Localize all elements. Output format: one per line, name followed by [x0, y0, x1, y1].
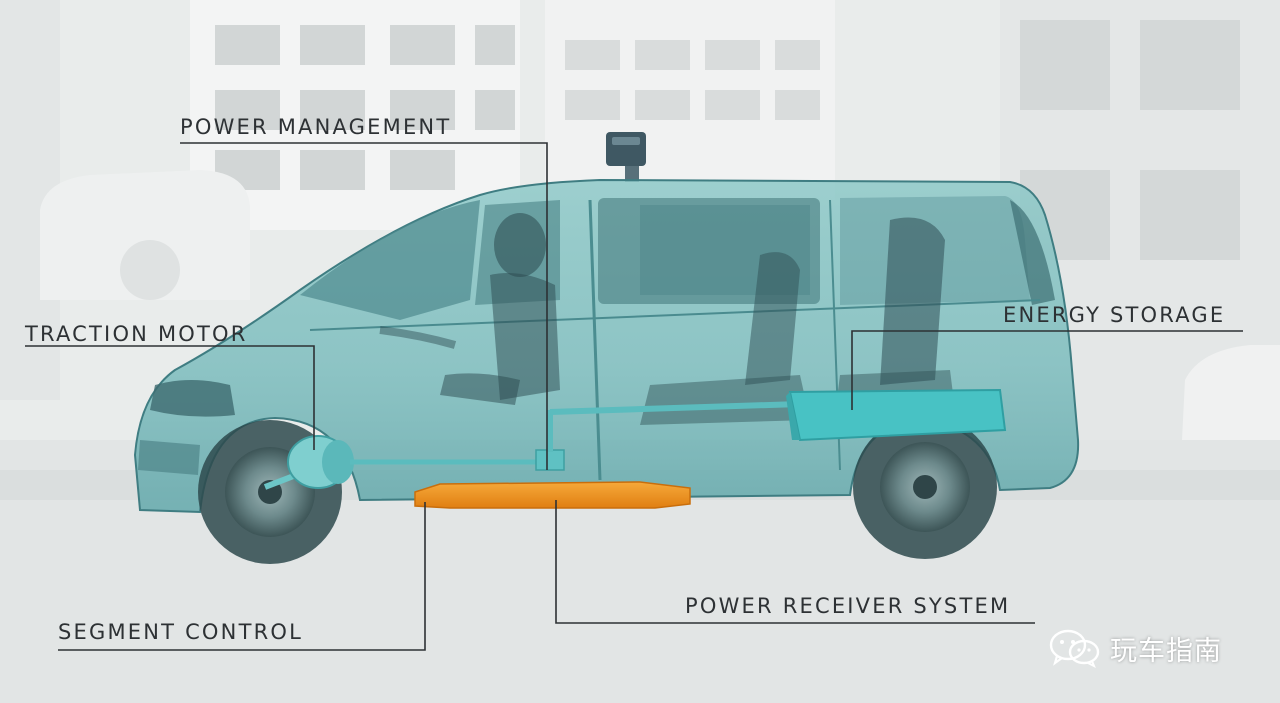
segment-control-line [58, 502, 426, 651]
power-management-line [180, 142, 548, 470]
watermark: 玩车指南 [1048, 628, 1222, 668]
energy-storage-component [786, 388, 1007, 442]
traction-motor-component [263, 435, 540, 490]
label-energy-storage: ENERGY STORAGE [1003, 303, 1226, 327]
power-receiver-line [555, 500, 1035, 624]
callout-lines [25, 142, 1243, 651]
power-receiver-plate [414, 481, 691, 509]
rear-wheel [853, 415, 997, 559]
label-power-receiver-system: POWER RECEIVER SYSTEM [685, 594, 1011, 618]
label-power-management: POWER MANAGEMENT [180, 115, 452, 139]
label-traction-motor: TRACTION MOTOR [25, 322, 248, 346]
power-management-component [535, 401, 801, 471]
wechat-icon [1049, 629, 1100, 668]
energy-storage-line [851, 330, 1243, 410]
label-segment-control: SEGMENT CONTROL [58, 620, 304, 644]
watermark-text: 玩车指南 [1110, 635, 1222, 667]
traction-motor-line [25, 345, 315, 450]
